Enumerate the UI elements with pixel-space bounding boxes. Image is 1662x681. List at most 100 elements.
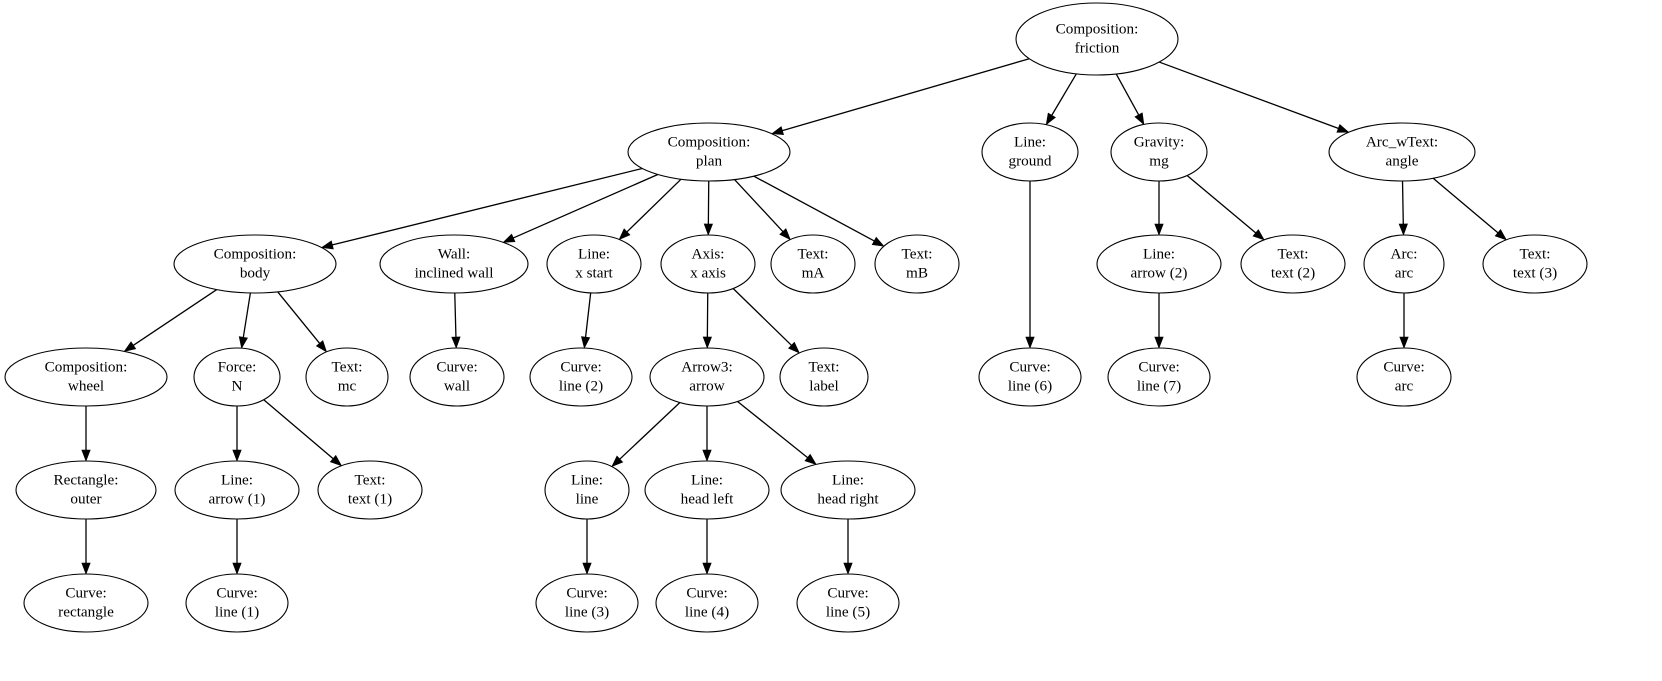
edge-n1-to-n8 — [703, 180, 713, 236]
node-label-name: mA — [802, 264, 825, 281]
node-line-arrow-2[interactable]: Line:arrow (2) — [1096, 234, 1222, 294]
node-label-name: x start — [575, 264, 613, 281]
node-line-head-right[interactable]: Line:head right — [780, 460, 916, 520]
node-ellipse — [317, 460, 423, 520]
node-composition-plan[interactable]: Composition:plan — [627, 122, 791, 182]
node-curve-line-6[interactable]: Curve:line (6) — [978, 347, 1082, 407]
node-ellipse — [15, 460, 157, 520]
edge-n28-to-n33 — [582, 519, 592, 575]
node-arc_wtext-angle[interactable]: Arc_wText:angle — [1328, 122, 1476, 182]
node-axis-x-axis[interactable]: Axis:x axis — [660, 234, 756, 294]
node-line-line[interactable]: Line:line — [544, 460, 630, 520]
node-label-name: angle — [1386, 152, 1419, 169]
edge-n0-to-n3 — [1115, 73, 1145, 126]
edge-n4-to-n14 — [1398, 180, 1408, 236]
node-text-mb[interactable]: Text:mB — [874, 234, 960, 294]
node-curve-rectangle[interactable]: Curve:rectangle — [23, 573, 149, 633]
node-label-name: arc — [1395, 264, 1414, 281]
node-label-name: ground — [1008, 152, 1051, 169]
node-line-ground[interactable]: Line: ground — [981, 122, 1079, 182]
node-curve-wall[interactable]: Curve:wall — [409, 347, 505, 407]
node-curve-line-1[interactable]: Curve:line (1) — [185, 573, 289, 633]
edge-n8-to-n21 — [702, 292, 712, 349]
node-label-name: line (7) — [1137, 377, 1181, 394]
node-label-type: Gravity: — [1134, 133, 1185, 150]
node-label-type: Text: — [355, 471, 386, 488]
edge-n6-to-n19 — [451, 292, 461, 349]
node-label-type: Line: — [578, 245, 610, 262]
node-arc-arc[interactable]: Arc: arc — [1363, 234, 1445, 294]
node-ellipse — [1110, 122, 1208, 182]
edge-n0-to-n2 — [1045, 73, 1077, 126]
node-label-type: Curve: — [1383, 358, 1424, 375]
node-composition-wheel[interactable]: Composition:wheel — [4, 347, 168, 407]
node-wall-inclined-wall[interactable]: Wall:inclined wall — [379, 234, 529, 294]
node-label-name: x axis — [690, 264, 726, 281]
node-label-type: Line: — [1014, 133, 1046, 150]
node-ellipse — [874, 234, 960, 294]
node-ellipse — [193, 347, 281, 407]
node-label-type: Line: — [221, 471, 253, 488]
node-ellipse — [1240, 234, 1346, 294]
node-ellipse — [546, 234, 642, 294]
node-label-name: line (6) — [1008, 377, 1052, 394]
node-ellipse — [660, 234, 756, 294]
edge-n12-to-n23 — [1154, 293, 1164, 349]
node-composition-friction[interactable]: Composition:friction — [1015, 2, 1179, 76]
node-label-name: arc — [1395, 377, 1414, 394]
edge-n5-to-n16 — [123, 289, 218, 352]
node-force-n[interactable]: Force:N — [193, 347, 281, 407]
edge-n21-to-n29 — [702, 406, 712, 462]
node-label-name: line (4) — [685, 603, 729, 620]
node-label-type: Line: — [571, 471, 603, 488]
node-label-name: rectangle — [58, 603, 114, 620]
edge-n21-to-n28 — [611, 402, 681, 468]
edge-n29-to-n34 — [702, 519, 712, 575]
edge-n21-to-n30 — [737, 400, 817, 466]
node-arrow3-arrow[interactable]: Arrow3:arrow — [649, 347, 765, 407]
node-curve-line-4[interactable]: Curve:line (4) — [655, 573, 759, 633]
edge-n5-to-n17 — [238, 292, 252, 350]
node-curve-line-7[interactable]: Curve:line (7) — [1107, 347, 1211, 407]
node-label-name: text (2) — [1271, 264, 1315, 281]
node-label-type: Text: — [902, 245, 933, 262]
node-line-x-start[interactable]: Line: x start — [546, 234, 642, 294]
node-text-text-2[interactable]: Text:text (2) — [1240, 234, 1346, 294]
node-label-name: arrow (2) — [1131, 264, 1188, 281]
node-gravity-mg[interactable]: Gravity:mg — [1110, 122, 1208, 182]
node-label-type: Arrow3: — [681, 358, 732, 375]
node-ellipse — [379, 234, 529, 294]
node-text-ma[interactable]: Text:mA — [770, 234, 856, 294]
node-composition-body[interactable]: Composition:body — [173, 234, 337, 294]
node-text-text-1[interactable]: Text: text (1) — [317, 460, 423, 520]
node-text-mc[interactable]: Text:mc — [305, 347, 389, 407]
node-rectangle-outer[interactable]: Rectangle:outer — [15, 460, 157, 520]
node-label-type: Force: — [218, 358, 257, 375]
node-line-arrow-1[interactable]: Line:arrow (1) — [174, 460, 300, 520]
node-text-label[interactable]: Text:label — [779, 347, 869, 407]
node-label-type: Arc: — [1391, 245, 1418, 262]
node-ellipse — [649, 347, 765, 407]
edge-n3-to-n13 — [1186, 175, 1265, 241]
node-line-head-left[interactable]: Line:head left — [644, 460, 770, 520]
node-label-name: line (2) — [559, 377, 603, 394]
node-ellipse — [1482, 234, 1588, 294]
node-curve-line-2[interactable]: Curve: line (2) — [529, 347, 633, 407]
node-ellipse — [1015, 2, 1179, 76]
node-label-type: Rectangle: — [54, 471, 119, 488]
node-ellipse — [1096, 234, 1222, 294]
node-curve-line-3[interactable]: Curve:line (3) — [535, 573, 639, 633]
node-ellipse — [23, 573, 149, 633]
node-label-name: mc — [338, 377, 357, 394]
node-curve-arc[interactable]: Curve: arc — [1356, 347, 1452, 407]
node-label-name: text (1) — [348, 490, 392, 507]
node-label-type: Composition: — [214, 245, 297, 262]
node-label-type: Curve: — [566, 584, 607, 601]
node-label-type: Curve: — [560, 358, 601, 375]
node-ellipse — [1356, 347, 1452, 407]
node-ellipse — [1107, 347, 1211, 407]
node-label-name: wheel — [68, 377, 104, 394]
edge-n17-to-n27 — [263, 399, 343, 467]
node-text-text-3[interactable]: Text:text (3) — [1482, 234, 1588, 294]
node-curve-line-5[interactable]: Curve:line (5) — [796, 573, 900, 633]
